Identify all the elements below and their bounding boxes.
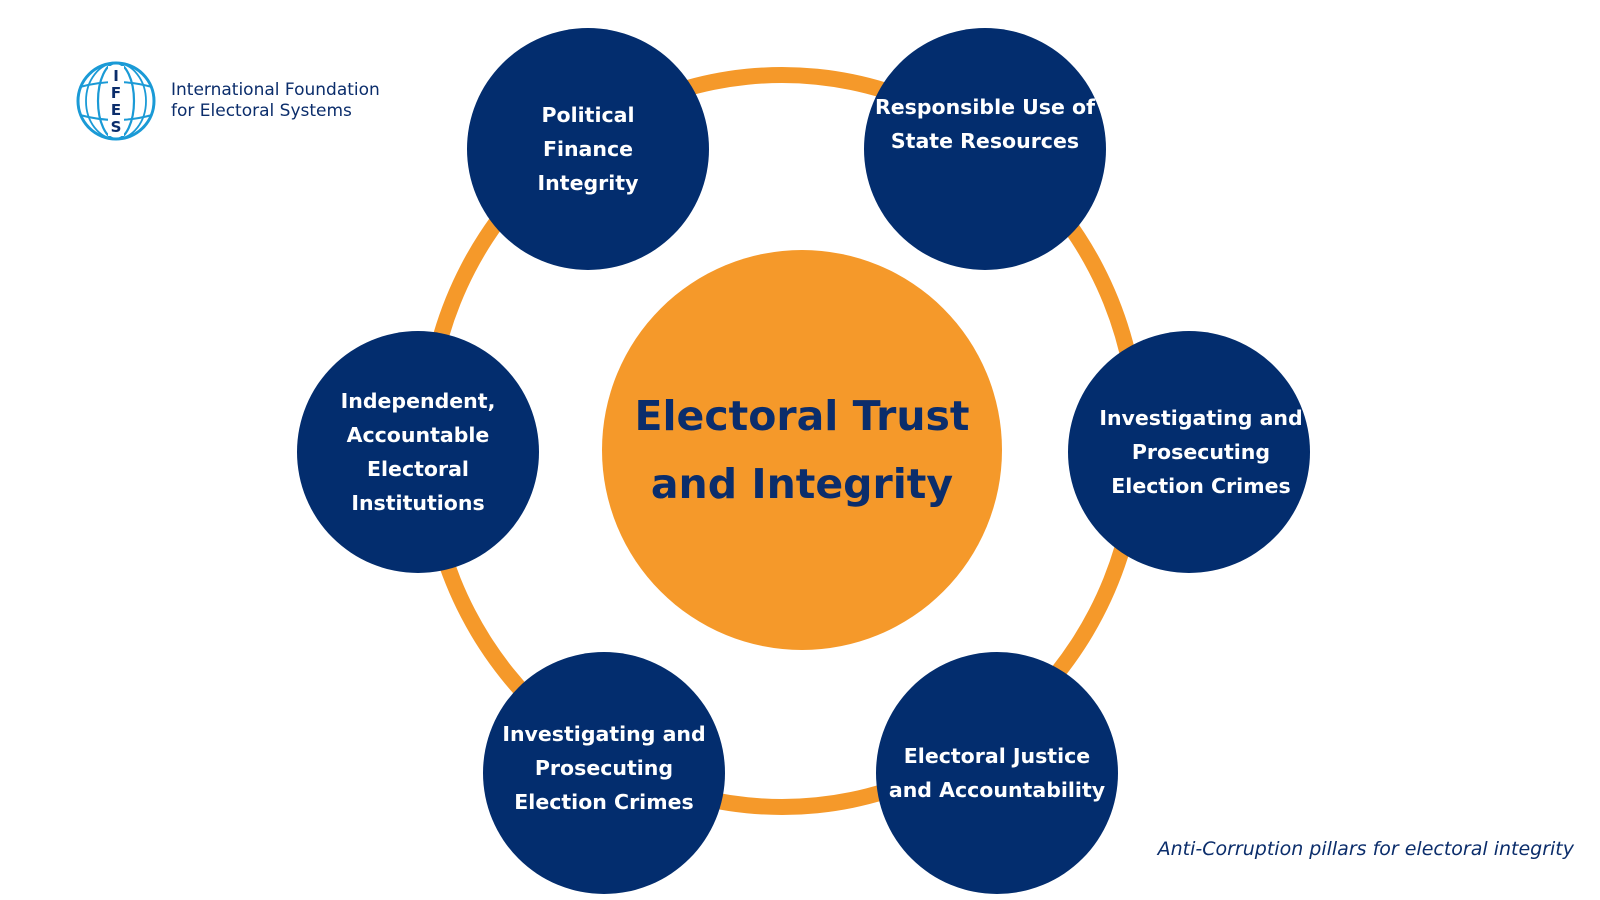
- pillar-investigating-election-crimes-right: Investigating and Prosecuting Election C…: [1068, 331, 1310, 573]
- organization-name-line1: International Foundation: [171, 80, 380, 100]
- center-circle: Electoral Trust and Integrity: [602, 250, 1002, 650]
- pillar-electoral-justice-and-accountability: Electoral Justice and Accountability: [876, 652, 1118, 894]
- svg-text:E: E: [111, 101, 121, 119]
- organization-name-line2: for Electoral Systems: [171, 101, 352, 121]
- ifes-logo: I F E S International Foundation for Ele…: [75, 60, 380, 142]
- pillar-label: Electoral Justice and Accountability: [888, 744, 1106, 802]
- pillar-political-finance-integrity: Political Finance Integrity: [467, 28, 709, 270]
- pillar-label: Responsible Use of State Resources: [874, 95, 1096, 153]
- svg-text:F: F: [111, 84, 121, 102]
- pillar-independent-electoral-institutions: Independent, Accountable Electoral Insti…: [297, 331, 539, 573]
- pillar-label: Investigating and Prosecuting Election C…: [502, 722, 706, 814]
- pillar-investigating-election-crimes-bottom: Investigating and Prosecuting Election C…: [483, 652, 725, 894]
- pillar-label: Investigating and Prosecuting Election C…: [1099, 406, 1303, 498]
- pillar-label: Political Finance Integrity: [537, 103, 639, 195]
- organization-name: International Foundation for Electoral S…: [171, 80, 380, 122]
- svg-text:I: I: [113, 67, 119, 85]
- figure-caption: Anti-Corruption pillars for electoral in…: [1157, 838, 1574, 860]
- pillar-label: Independent, Accountable Electoral Insti…: [340, 389, 496, 515]
- svg-text:S: S: [111, 118, 122, 136]
- pillar-responsible-use-of-state-resources: Responsible Use of State Resources: [864, 28, 1106, 270]
- center-title: Electoral Trust and Integrity: [634, 392, 970, 508]
- globe-logo-icon: I F E S: [76, 61, 156, 141]
